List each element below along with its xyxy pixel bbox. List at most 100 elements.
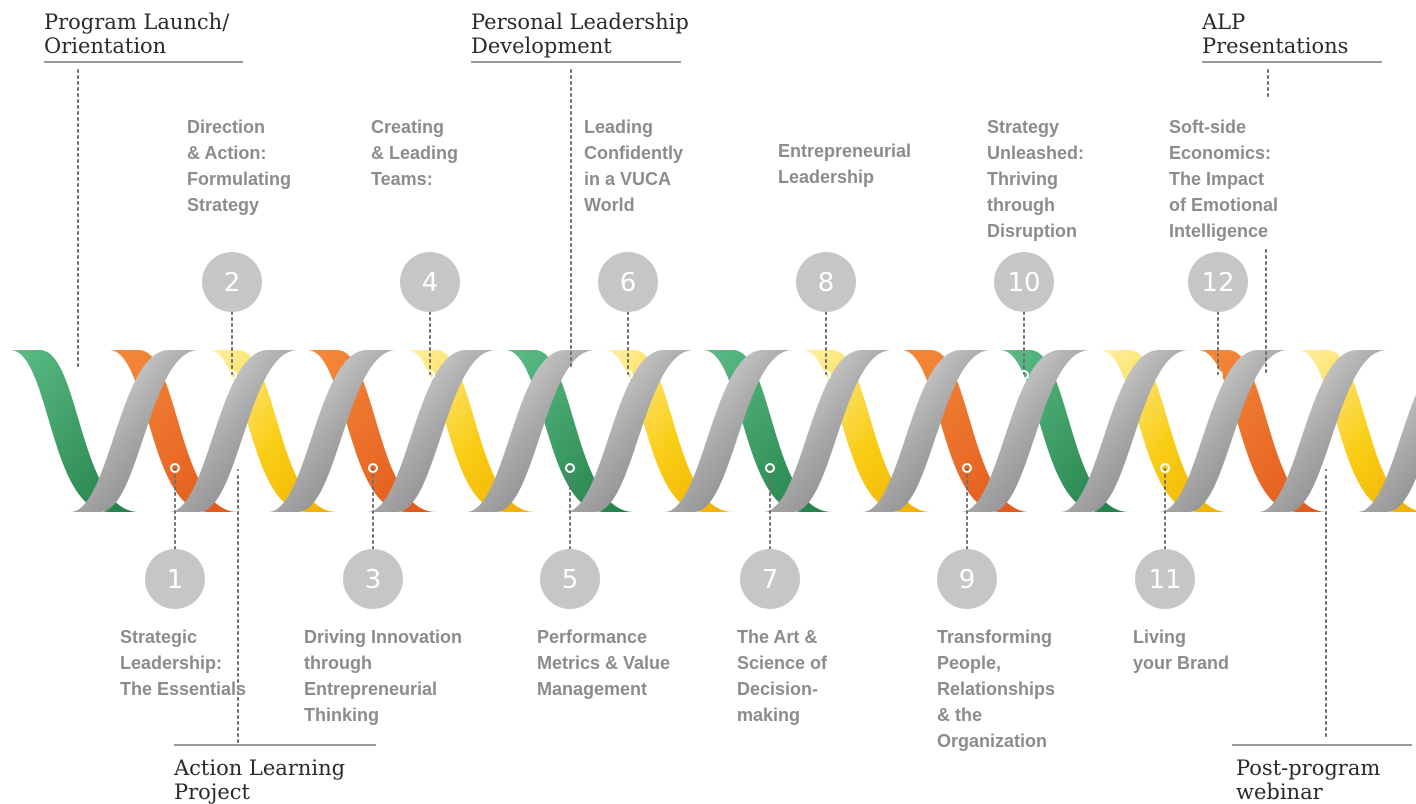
helix-grey-ribbon	[664, 350, 793, 512]
module-line: Leading	[584, 117, 654, 137]
helix-grey-ribbon	[1060, 350, 1189, 512]
helix-grey-ribbon	[862, 350, 991, 512]
milestone-line: Post-program	[1236, 756, 1381, 780]
module-title-3: Driving Innovation through Entrepreneuri…	[304, 624, 462, 728]
module-line: Strategy	[187, 195, 260, 215]
module-line: Science of	[737, 653, 828, 673]
number-circle	[740, 549, 800, 609]
module-line: Entrepreneurial	[778, 141, 912, 161]
milestone-line: Presentations	[1202, 34, 1349, 58]
module-line: Leadership:	[120, 653, 223, 673]
connector-node	[233, 463, 243, 473]
module-line: your Brand	[1133, 653, 1230, 673]
helix-colored-ribbon	[10, 350, 139, 512]
module-line: Organization	[937, 731, 1048, 751]
module-line: & Action:	[187, 143, 267, 163]
connector-node	[368, 463, 378, 473]
module-line: Economics:	[1169, 143, 1272, 163]
milestone-line: Action Learning	[174, 756, 346, 780]
helix-grey-ribbon	[169, 350, 298, 512]
module-line: Confidently	[584, 143, 683, 163]
module-line: Thriving	[987, 169, 1058, 189]
module-line: Transforming	[937, 627, 1053, 647]
module-line: Strategy	[987, 117, 1060, 137]
module-number: 1	[167, 565, 184, 595]
number-circle	[202, 252, 262, 312]
module-title-12: Soft-side Economics: The Impact of Emoti…	[1169, 114, 1278, 244]
module-line: Teams:	[371, 169, 433, 189]
connector-node	[765, 463, 775, 473]
module-line: Unleashed:	[987, 143, 1085, 163]
module-line: & Leading	[371, 143, 459, 163]
module-line: Leadership	[778, 167, 875, 187]
module-line: Strategic	[120, 627, 198, 647]
module-line: Entrepreneurial	[304, 679, 438, 699]
helix-grey-ribbon	[70, 350, 199, 512]
connector-node	[1213, 370, 1223, 380]
number-circle	[1135, 549, 1195, 609]
number-circle	[400, 252, 460, 312]
connector-node	[1160, 463, 1170, 473]
number-circle	[796, 252, 856, 312]
module-number: 9	[959, 565, 976, 595]
module-title-9: Transforming People, Relationships & the…	[937, 624, 1055, 754]
number-circle	[145, 549, 205, 609]
module-line: Formulating	[187, 169, 291, 189]
helix-grey-ribbon	[268, 350, 397, 512]
number-circle	[994, 252, 1054, 312]
number-circle	[937, 549, 997, 609]
module-line: through	[987, 195, 1055, 215]
module-line: The Impact	[1169, 169, 1265, 189]
module-line: World	[584, 195, 635, 215]
connector-node	[566, 370, 576, 380]
number-circle	[598, 252, 658, 312]
milestone-program-launch: Program Launch/ Orientation	[44, 10, 229, 58]
module-line: & the	[937, 705, 982, 725]
connector-node	[227, 370, 237, 380]
module-number: 10	[1007, 268, 1040, 298]
helix-grey-ribbon	[466, 350, 595, 512]
number-circle	[540, 549, 600, 609]
milestone-line: webinar	[1236, 780, 1323, 804]
module-title-4: Creating & Leading Teams:	[371, 114, 458, 192]
module-line: Intelligence	[1169, 221, 1269, 241]
milestone-personal-leadership: Personal Leadership Development	[471, 10, 689, 58]
connector-node	[170, 463, 180, 473]
module-title-5: Performance Metrics & Value Management	[537, 624, 670, 702]
module-line: through	[304, 653, 372, 673]
module-line: The Art &	[737, 627, 818, 647]
module-number: 11	[1148, 565, 1181, 595]
module-line: The Essentials	[120, 679, 247, 699]
connector-node	[565, 463, 575, 473]
module-line: Creating	[371, 117, 445, 137]
module-title-7: The Art & Science of Decision- making	[737, 624, 827, 728]
number-circle	[1188, 252, 1248, 312]
milestone-line: Orientation	[44, 34, 167, 58]
milestone-action-learning: Action Learning Project	[174, 756, 345, 804]
milestone-line: Personal Leadership	[471, 10, 689, 34]
helix-grey-ribbon	[565, 350, 694, 512]
connector-node	[73, 370, 83, 380]
module-number: 2	[224, 268, 241, 298]
milestone-line: Program Launch/	[44, 10, 230, 34]
module-line: Direction	[187, 117, 266, 137]
module-line: making	[737, 705, 801, 725]
module-line: Relationships	[937, 679, 1056, 699]
module-line: Soft-side	[1169, 117, 1247, 137]
connector-node	[1321, 463, 1331, 473]
module-title-10: Strategy Unleashed: Thriving through Dis…	[987, 114, 1084, 244]
module-line: Living	[1133, 627, 1186, 647]
module-line: Disruption	[987, 221, 1077, 241]
module-line: in a VUCA	[584, 169, 672, 189]
helix-grey-ribbon	[961, 350, 1090, 512]
module-line: People,	[937, 653, 1002, 673]
module-line: of Emotional	[1169, 195, 1278, 215]
module-title-6: Leading Confidently in a VUCA World	[584, 114, 683, 218]
connector-node	[821, 370, 831, 380]
milestone-line: Project	[174, 780, 250, 804]
module-line: Driving Innovation	[304, 627, 463, 647]
helix-grey-ribbon	[367, 350, 496, 512]
module-number: 3	[365, 565, 382, 595]
helix-grey-ribbon	[1159, 350, 1288, 512]
